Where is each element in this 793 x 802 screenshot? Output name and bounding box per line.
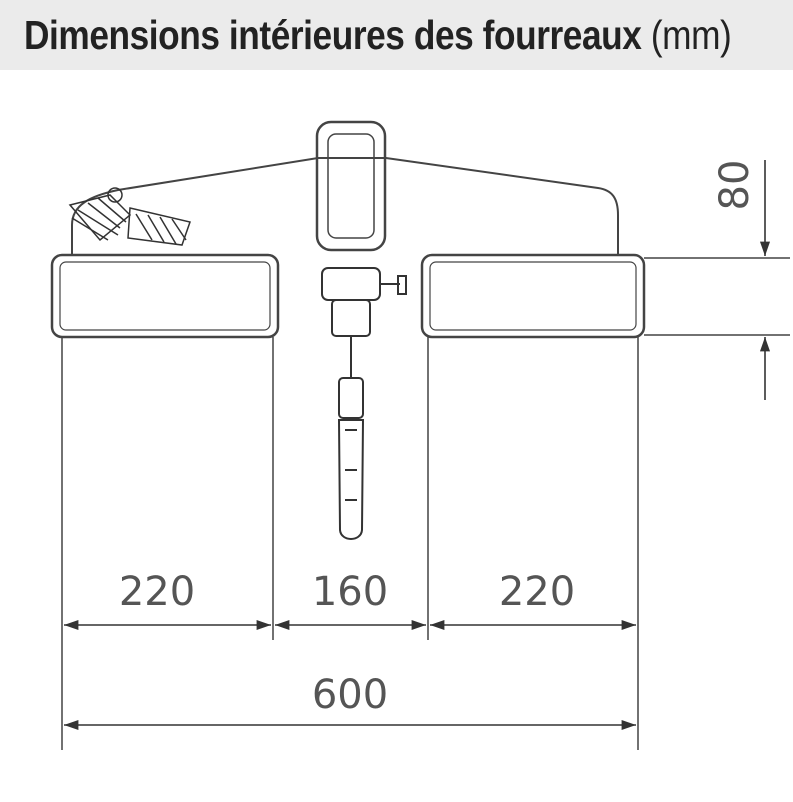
title-text: Dimensions intérieures des fourreaux (24, 12, 642, 58)
crossbeam (71, 157, 619, 255)
width-dimensions (64, 619, 636, 731)
dim-label-total: 600 (312, 672, 388, 718)
dim-label-left: 220 (119, 569, 195, 615)
locking-pin-icon (68, 187, 191, 246)
left-fork-pocket (50, 253, 280, 339)
dim-label-right: 220 (499, 569, 575, 615)
title-bar: Dimensions intérieures des fourreaux (mm… (0, 0, 793, 70)
right-fork-pocket (420, 253, 646, 339)
unit-label: (mm) (650, 12, 732, 58)
lifting-eye (315, 120, 387, 252)
dim-label-height: 80 (712, 160, 758, 211)
page-title: Dimensions intérieures des fourreaux (mm… (24, 12, 732, 59)
hook-icon (321, 267, 407, 540)
dim-label-center: 160 (312, 569, 388, 615)
